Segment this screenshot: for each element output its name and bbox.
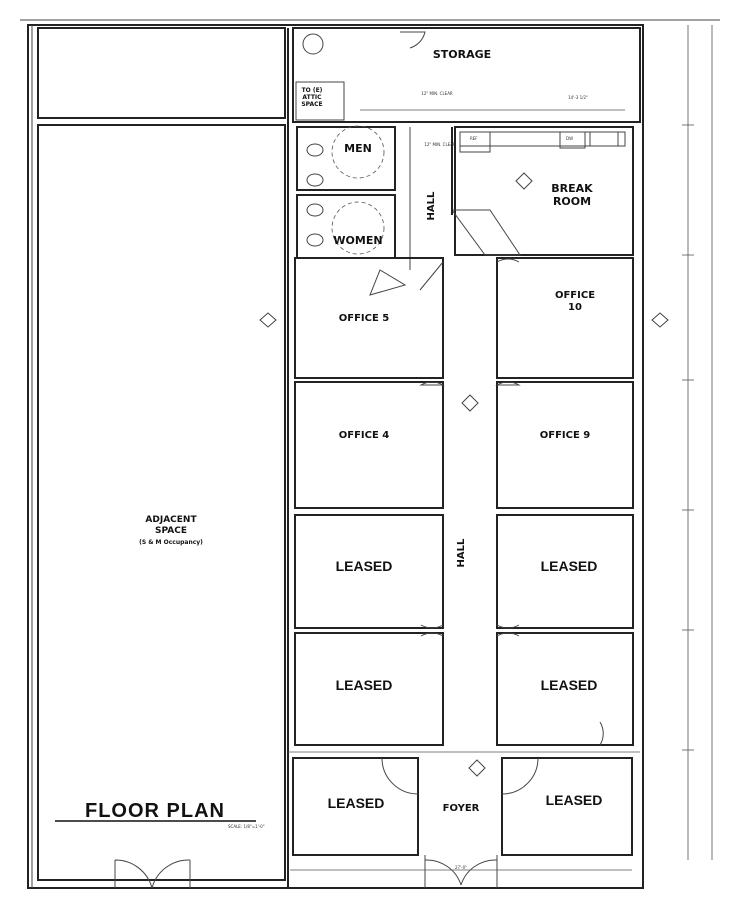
leased-label: LEASED xyxy=(541,558,598,574)
leased-suite-3 xyxy=(294,632,444,746)
svg-text:ROOM: ROOM xyxy=(553,195,591,208)
leased-label: LEASED xyxy=(546,792,603,808)
adjacent-space-label: ADJACENT xyxy=(145,515,197,525)
dishwasher xyxy=(559,131,586,149)
leased-suite-4 xyxy=(496,632,634,746)
storage-label: STORAGE xyxy=(433,48,491,61)
svg-text:27'-0": 27'-0" xyxy=(455,865,467,870)
hall-label-lower: HALL xyxy=(456,538,467,567)
svg-text:SPACE: SPACE xyxy=(155,526,187,536)
svg-text:(S & M Occupancy): (S & M Occupancy) xyxy=(139,539,203,546)
office-4-label: OFFICE 4 xyxy=(339,430,390,441)
attic-access xyxy=(295,81,345,121)
adjacent-top-space xyxy=(37,27,286,119)
svg-text:TO (E): TO (E) xyxy=(302,87,323,94)
office-10-label: OFFICE xyxy=(555,290,595,301)
hall-label-upper: HALL xyxy=(426,191,437,220)
door-swings xyxy=(369,258,604,746)
men-restroom xyxy=(296,126,396,191)
office-5-label: OFFICE 5 xyxy=(339,313,390,324)
refrigerator xyxy=(459,131,491,153)
svg-text:14'-3 1/2": 14'-3 1/2" xyxy=(568,95,588,100)
break-room-label: BREAK xyxy=(551,182,593,195)
office-10 xyxy=(496,257,634,379)
office-5 xyxy=(294,257,444,379)
counter xyxy=(459,131,626,147)
svg-text:12" MIN. CLEAR: 12" MIN. CLEAR xyxy=(424,142,456,147)
leased-label: LEASED xyxy=(328,795,385,811)
svg-text:SPACE: SPACE xyxy=(301,101,322,108)
leased-label: LEASED xyxy=(336,558,393,574)
leased-front-right xyxy=(501,757,633,856)
leased-label: LEASED xyxy=(541,677,598,693)
leased-suite-1 xyxy=(294,514,444,629)
svg-text:DW: DW xyxy=(566,136,573,141)
adjacent-space xyxy=(37,124,286,881)
scale-note: SCALE: 1/8"=1'-0" xyxy=(228,824,265,829)
office-4 xyxy=(294,381,444,509)
office-9 xyxy=(496,381,634,509)
floor-plan-title: FLOOR PLAN xyxy=(85,800,225,822)
women-label: WOMEN xyxy=(333,234,382,247)
foyer-label: FOYER xyxy=(443,803,480,814)
leased-label: LEASED xyxy=(336,677,393,693)
entry-door xyxy=(424,855,498,888)
men-label: MEN xyxy=(344,142,372,155)
break-room xyxy=(454,126,634,256)
office-9-label: OFFICE 9 xyxy=(540,430,591,441)
adjacent-door xyxy=(114,859,191,889)
svg-text:10: 10 xyxy=(568,302,582,313)
leased-suite-2 xyxy=(496,514,634,629)
sink xyxy=(589,131,619,147)
leased-front-left xyxy=(292,757,419,856)
svg-text:12" MIN. CLEAR: 12" MIN. CLEAR xyxy=(421,91,453,96)
svg-text:REF: REF xyxy=(470,136,478,141)
storage-room xyxy=(292,27,641,123)
section-markers xyxy=(259,172,669,777)
building-outline xyxy=(27,24,644,889)
svg-text:ATTIC: ATTIC xyxy=(302,94,322,101)
